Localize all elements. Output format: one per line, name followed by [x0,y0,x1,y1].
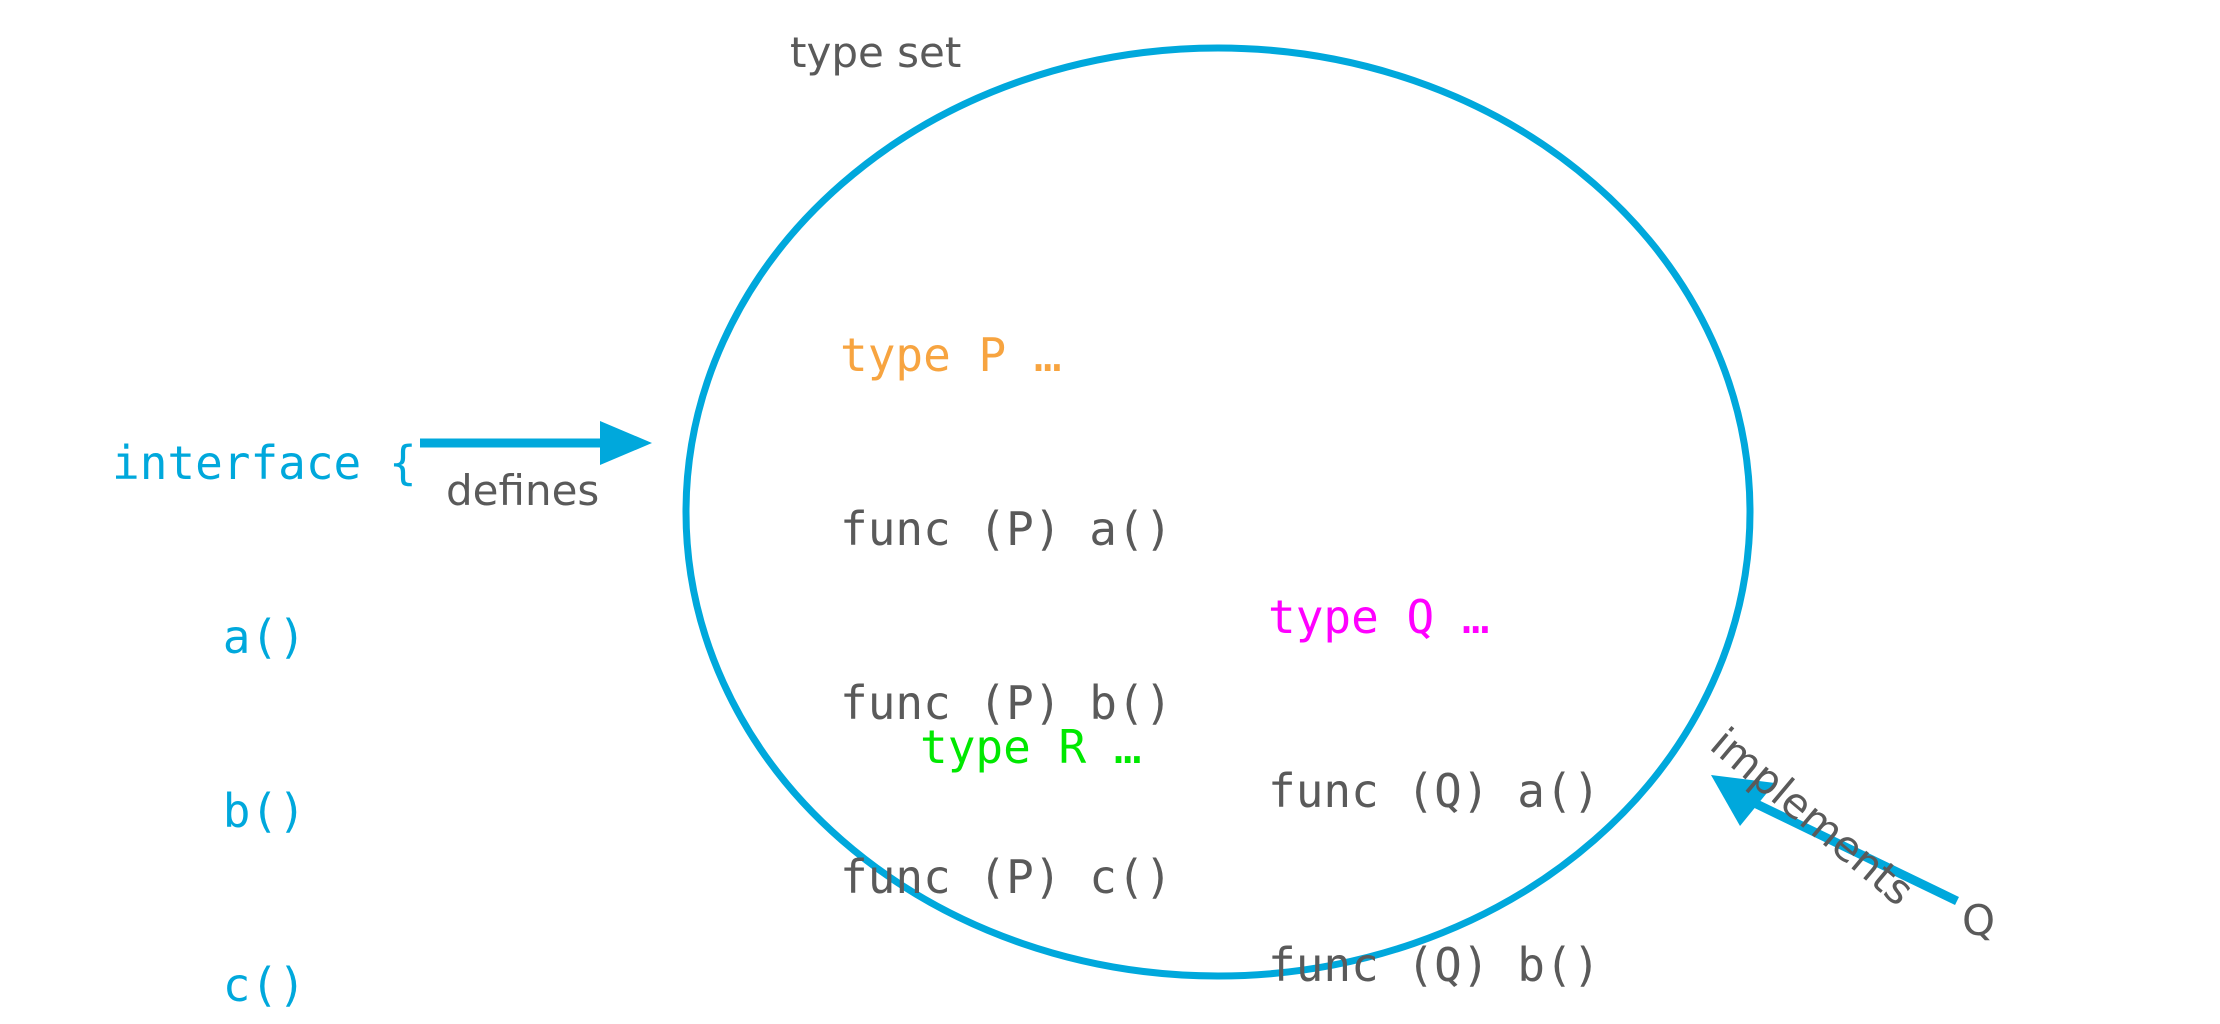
type-q-method: func (Q) a() [1268,764,1601,818]
implements-arrow [1711,775,1959,906]
type-q-method: func (Q) b() [1268,938,1601,992]
type-r-header: type R … [920,720,1142,774]
external-type-q-label: Q [1962,896,1996,945]
interface-line: c() [112,958,306,1012]
type-p-method: func (P) b() [840,676,1173,730]
defines-arrow-label: defines [446,466,600,515]
interface-line: interface { [112,436,417,490]
type-p-header: type P … [840,328,1062,382]
type-set-label: type set [790,28,962,77]
interface-code-block: interface { a() b() c() } [112,318,417,1024]
type-p-block: type P … func (P) a() func (P) b() func … [840,210,1172,1024]
type-set-circle [682,44,1754,980]
interface-line: b() [112,784,306,838]
type-r-block: type R … [920,602,1142,892]
type-q-block: type Q … func (Q) a() func (Q) b() func … [1268,472,1600,1024]
interface-line: a() [112,610,306,664]
type-p-method: func (P) a() [840,502,1173,556]
type-q-header: type Q … [1268,590,1490,644]
defines-arrow [420,421,652,465]
type-p-method: func (P) c() [840,850,1173,904]
